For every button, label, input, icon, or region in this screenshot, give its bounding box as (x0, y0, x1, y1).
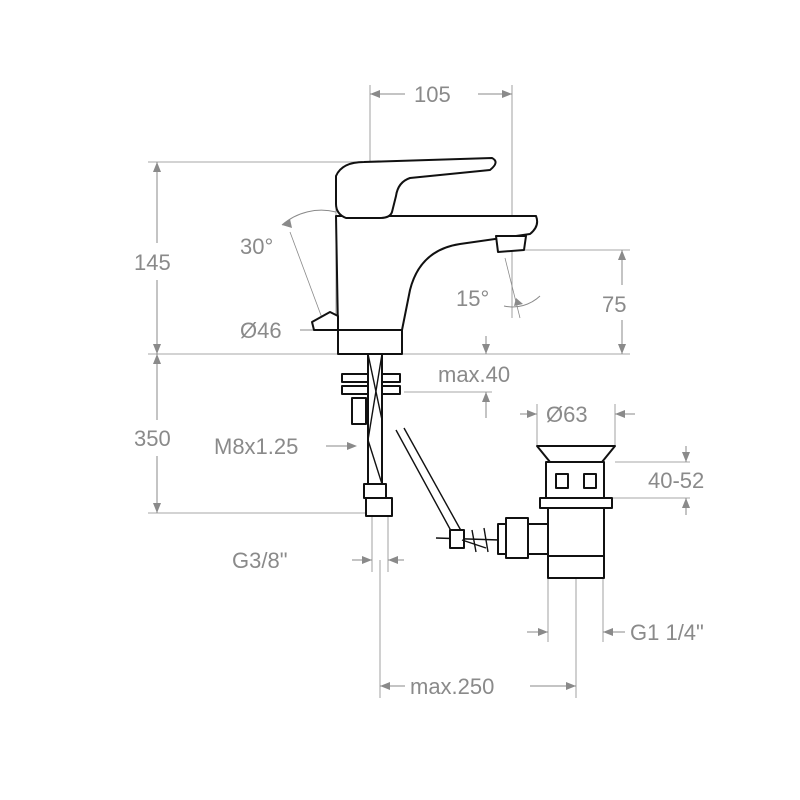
label-105: 105 (414, 82, 451, 107)
label-30-deg: 30° (240, 234, 273, 259)
faucet-body (311, 157, 539, 355)
label-max-250: max.250 (410, 674, 494, 699)
popup-waste (497, 445, 616, 579)
label-m8: M8x1.25 (214, 434, 298, 459)
label-g114: G1 1/4" (630, 620, 704, 645)
label-40-52: 40-52 (648, 468, 704, 493)
drain-rod (395, 427, 501, 553)
supply-hose (341, 353, 401, 517)
label-dia-46: Ø46 (240, 318, 282, 343)
label-dia-63: Ø63 (546, 402, 588, 427)
dimension-lines (148, 85, 690, 698)
label-75: 75 (602, 292, 626, 317)
label-350: 350 (134, 426, 171, 451)
label-max-40: max.40 (438, 362, 510, 387)
dimension-labels: 105 145 30° 15° 75 Ø46 max.40 Ø63 350 M8… (134, 82, 704, 699)
label-15-deg: 15° (456, 286, 489, 311)
label-145: 145 (134, 250, 171, 275)
label-g38: G3/8" (232, 548, 288, 573)
